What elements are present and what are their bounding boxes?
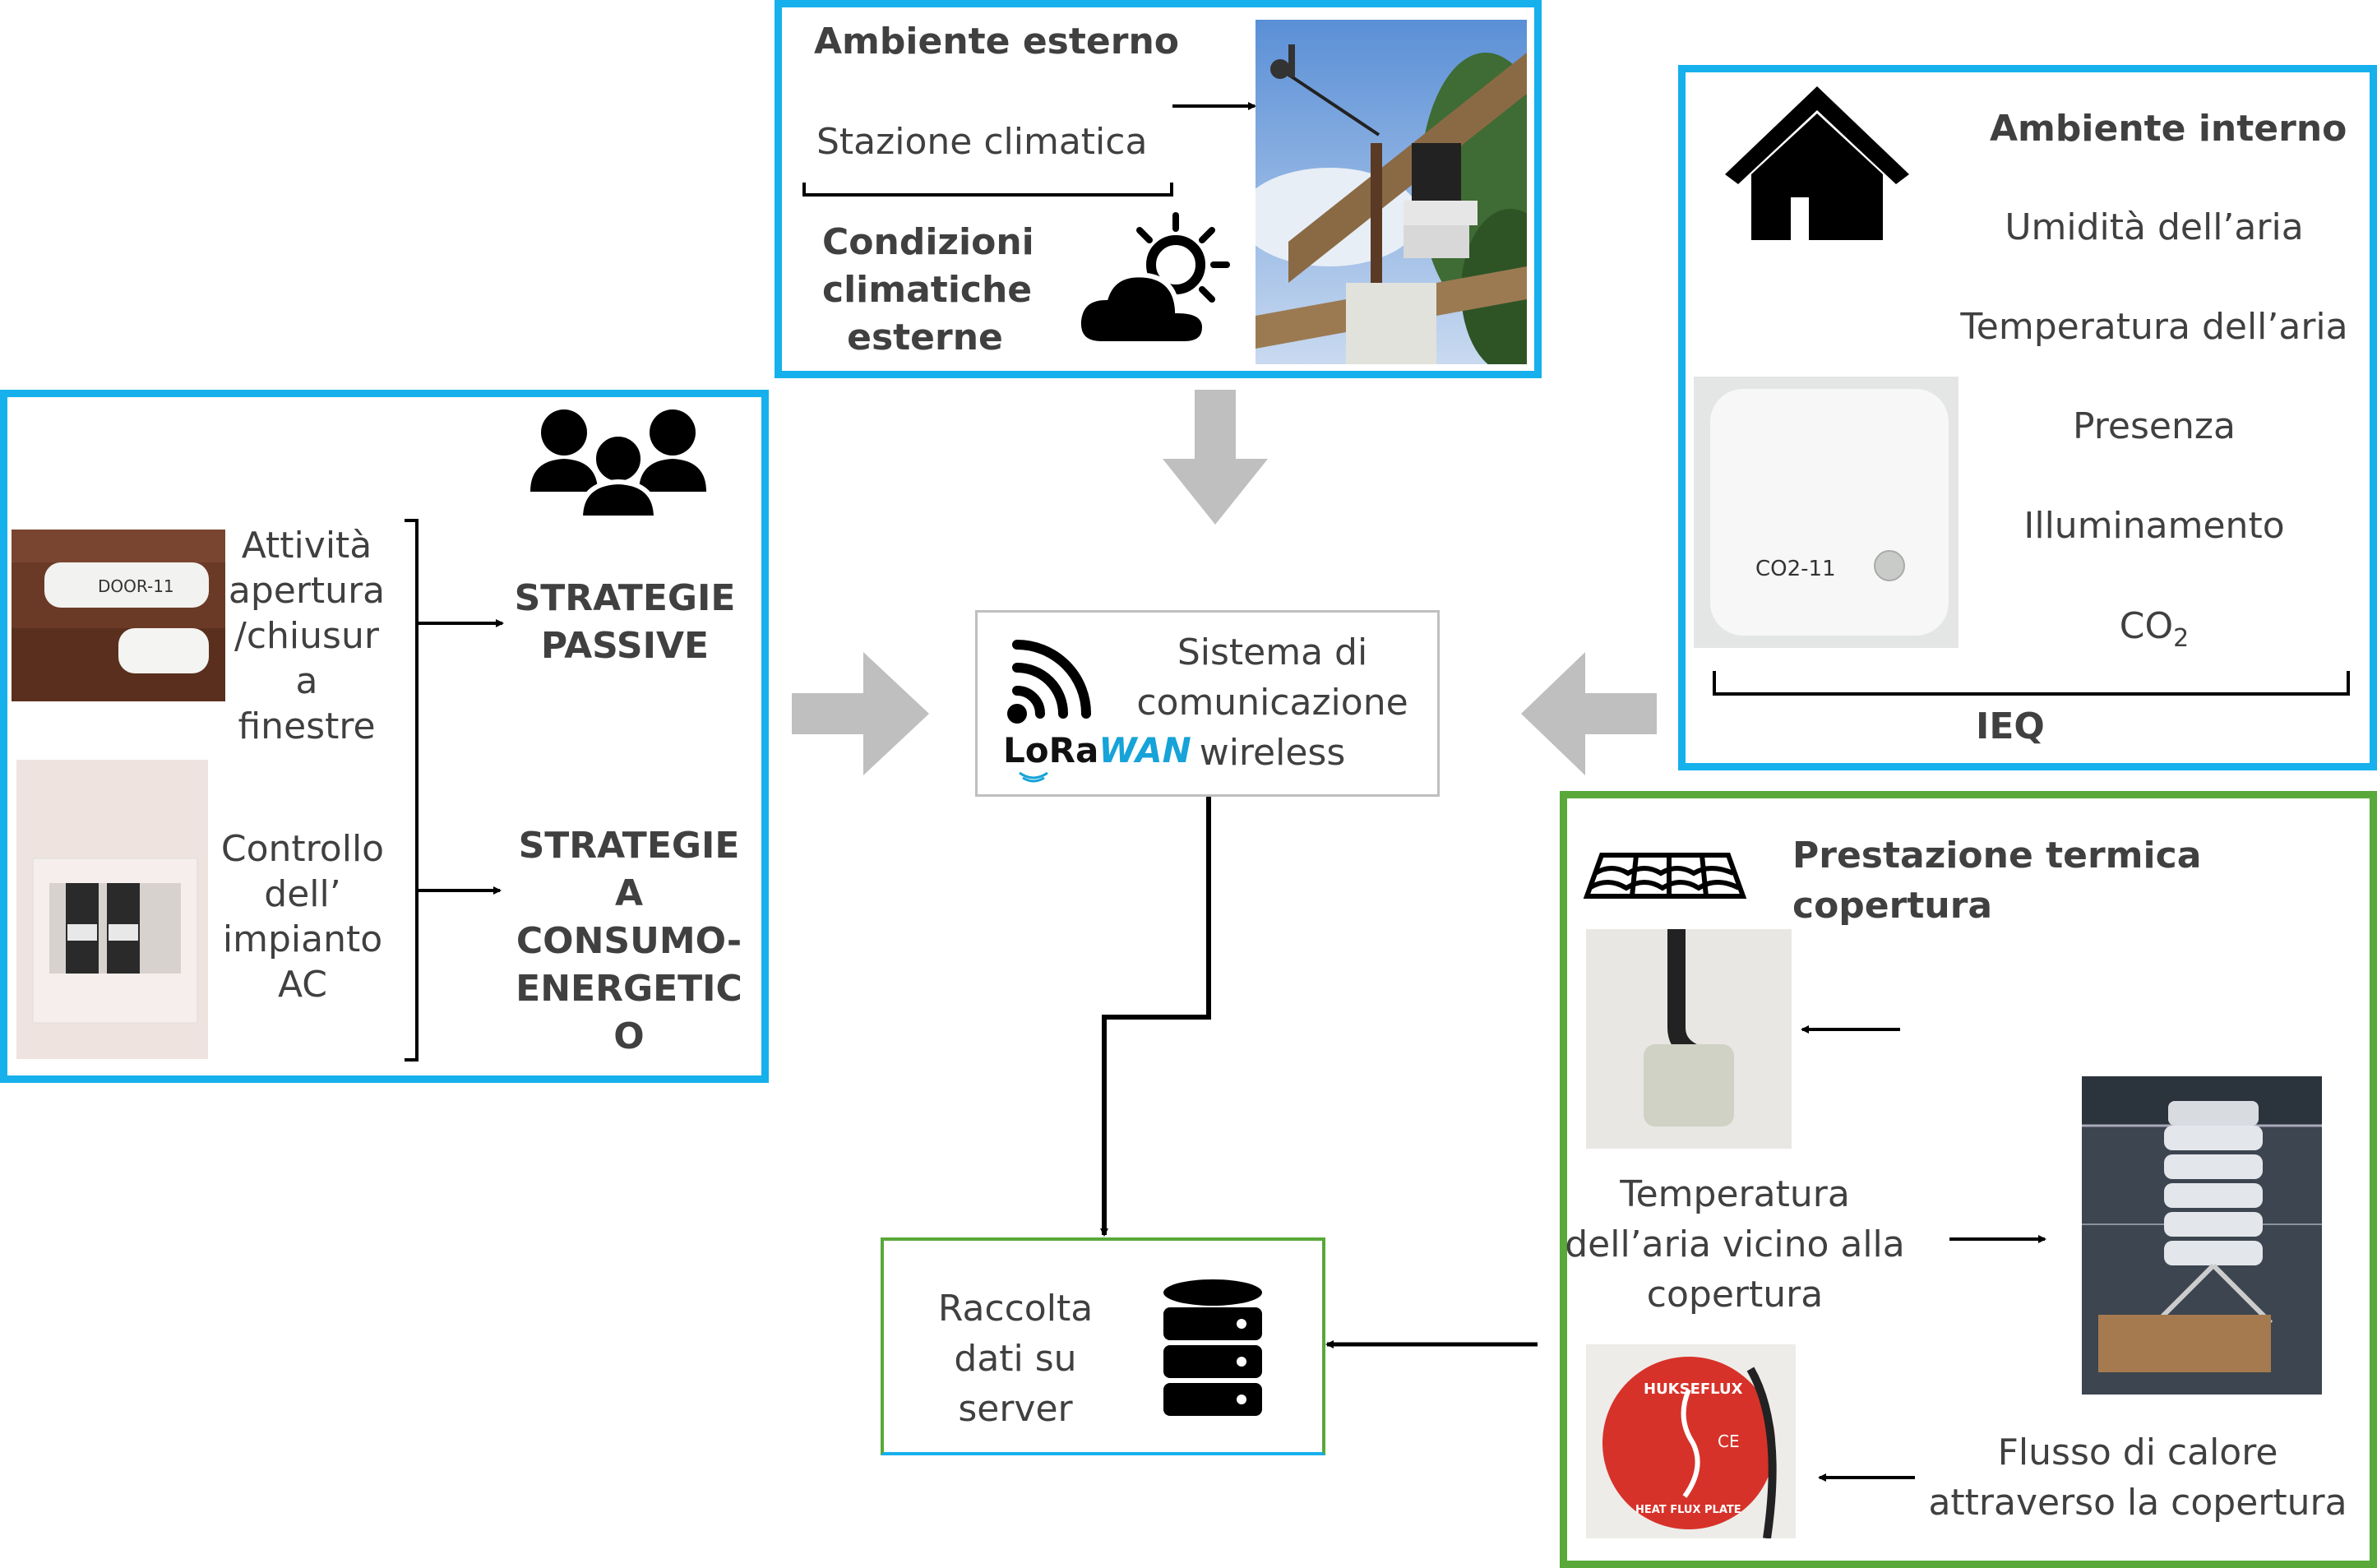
roof-air-temperature-label: Temperatura dell’aria vicino alla copert… [1565, 1173, 1905, 1316]
co2-device-label: CO2-11 [1755, 557, 1836, 581]
internal-environment-panel [1678, 65, 2377, 770]
bracket-occupant [405, 519, 419, 1062]
lorawan-logo: LoRaWAN [1003, 730, 1191, 771]
external-title: Ambiente esterno [814, 21, 1179, 62]
passive-strategies-label: STRATEGIE PASSIVE [514, 577, 736, 667]
roof-title: Prestazione termica copertura [1792, 835, 2202, 927]
gray-arrow-down [1163, 390, 1268, 525]
roof-tiles-icon [1583, 853, 1747, 899]
communication-label: Sistema di comunicazione wireless [1136, 631, 1408, 774]
lorawan-signal-icon [1019, 771, 1048, 783]
energy-strategies-label: STRATEGIE A CONSUMO- ENERGETIC O [516, 825, 742, 1057]
param-illuminance: Illuminamento [2023, 505, 2285, 547]
arrow-comm-to-server [1100, 797, 1211, 1237]
roof-performance-panel [1560, 791, 2377, 1568]
plate-text-label: HEAT FLUX PLATE [1635, 1504, 1741, 1516]
bracket-station [802, 183, 1173, 197]
people-icon [530, 409, 706, 520]
server-box [881, 1237, 1325, 1455]
lorawan-lora-text: LoRa [1003, 730, 1099, 770]
ac-switch-photo [16, 760, 208, 1059]
temperature-probe-photo [1586, 929, 1792, 1149]
svg-text:CE: CE [1718, 1432, 1740, 1451]
co2-label: CO [2119, 605, 2174, 647]
weather-station-photo [1256, 20, 1527, 364]
co2-subscript: 2 [2173, 623, 2190, 653]
lorawan-wan-text: WAN [1098, 730, 1191, 770]
database-icon [1163, 1279, 1262, 1416]
param-presence: Presenza [2073, 405, 2236, 447]
heat-flux-plate-photo: CE HUKSEFLUX HEAT FLUX PLATE [1586, 1344, 1796, 1538]
ac-control-label: Controllo dell’ impianto AC [220, 828, 385, 1006]
door-sensor-photo: DOOR-11 [12, 530, 225, 701]
co2-sensor-photo: CO2-11 [1694, 377, 1958, 648]
param-temperature: Temperatura dell’aria [1960, 306, 2348, 348]
external-environment-panel [775, 0, 1542, 378]
internal-title: Ambiente interno [1990, 108, 2347, 150]
server-label: Raccolta dati su server [937, 1288, 1094, 1430]
roof-air-sensor-photo [2082, 1076, 2322, 1395]
ieq-label: IEQ [1976, 705, 2045, 747]
param-humidity: Umidità dell’aria [2005, 206, 2304, 248]
plate-brand-label: HUKSEFLUX [1644, 1381, 1743, 1398]
gray-arrow-left [1521, 652, 1657, 775]
station-label: Stazione climatica [816, 121, 1148, 163]
heat-flux-label: Flusso di calore attraverso la copertura [1928, 1432, 2347, 1524]
windows-activity-label: Attività apertura /chiusur a finestre [228, 525, 386, 747]
external-conditions-label: Condizioni climatiche esterne [822, 221, 1034, 358]
wireless-icon [1007, 640, 1091, 724]
gray-arrow-right [792, 652, 929, 775]
door-sensor-label: DOOR-11 [98, 576, 174, 596]
occupant-behaviour-panel [0, 390, 769, 1083]
communication-box [975, 610, 1440, 797]
house-icon [1725, 86, 1909, 240]
weather-icon [1075, 212, 1230, 346]
param-co2: CO2 [1965, 603, 2343, 655]
bracket-ieq [1713, 671, 2350, 696]
